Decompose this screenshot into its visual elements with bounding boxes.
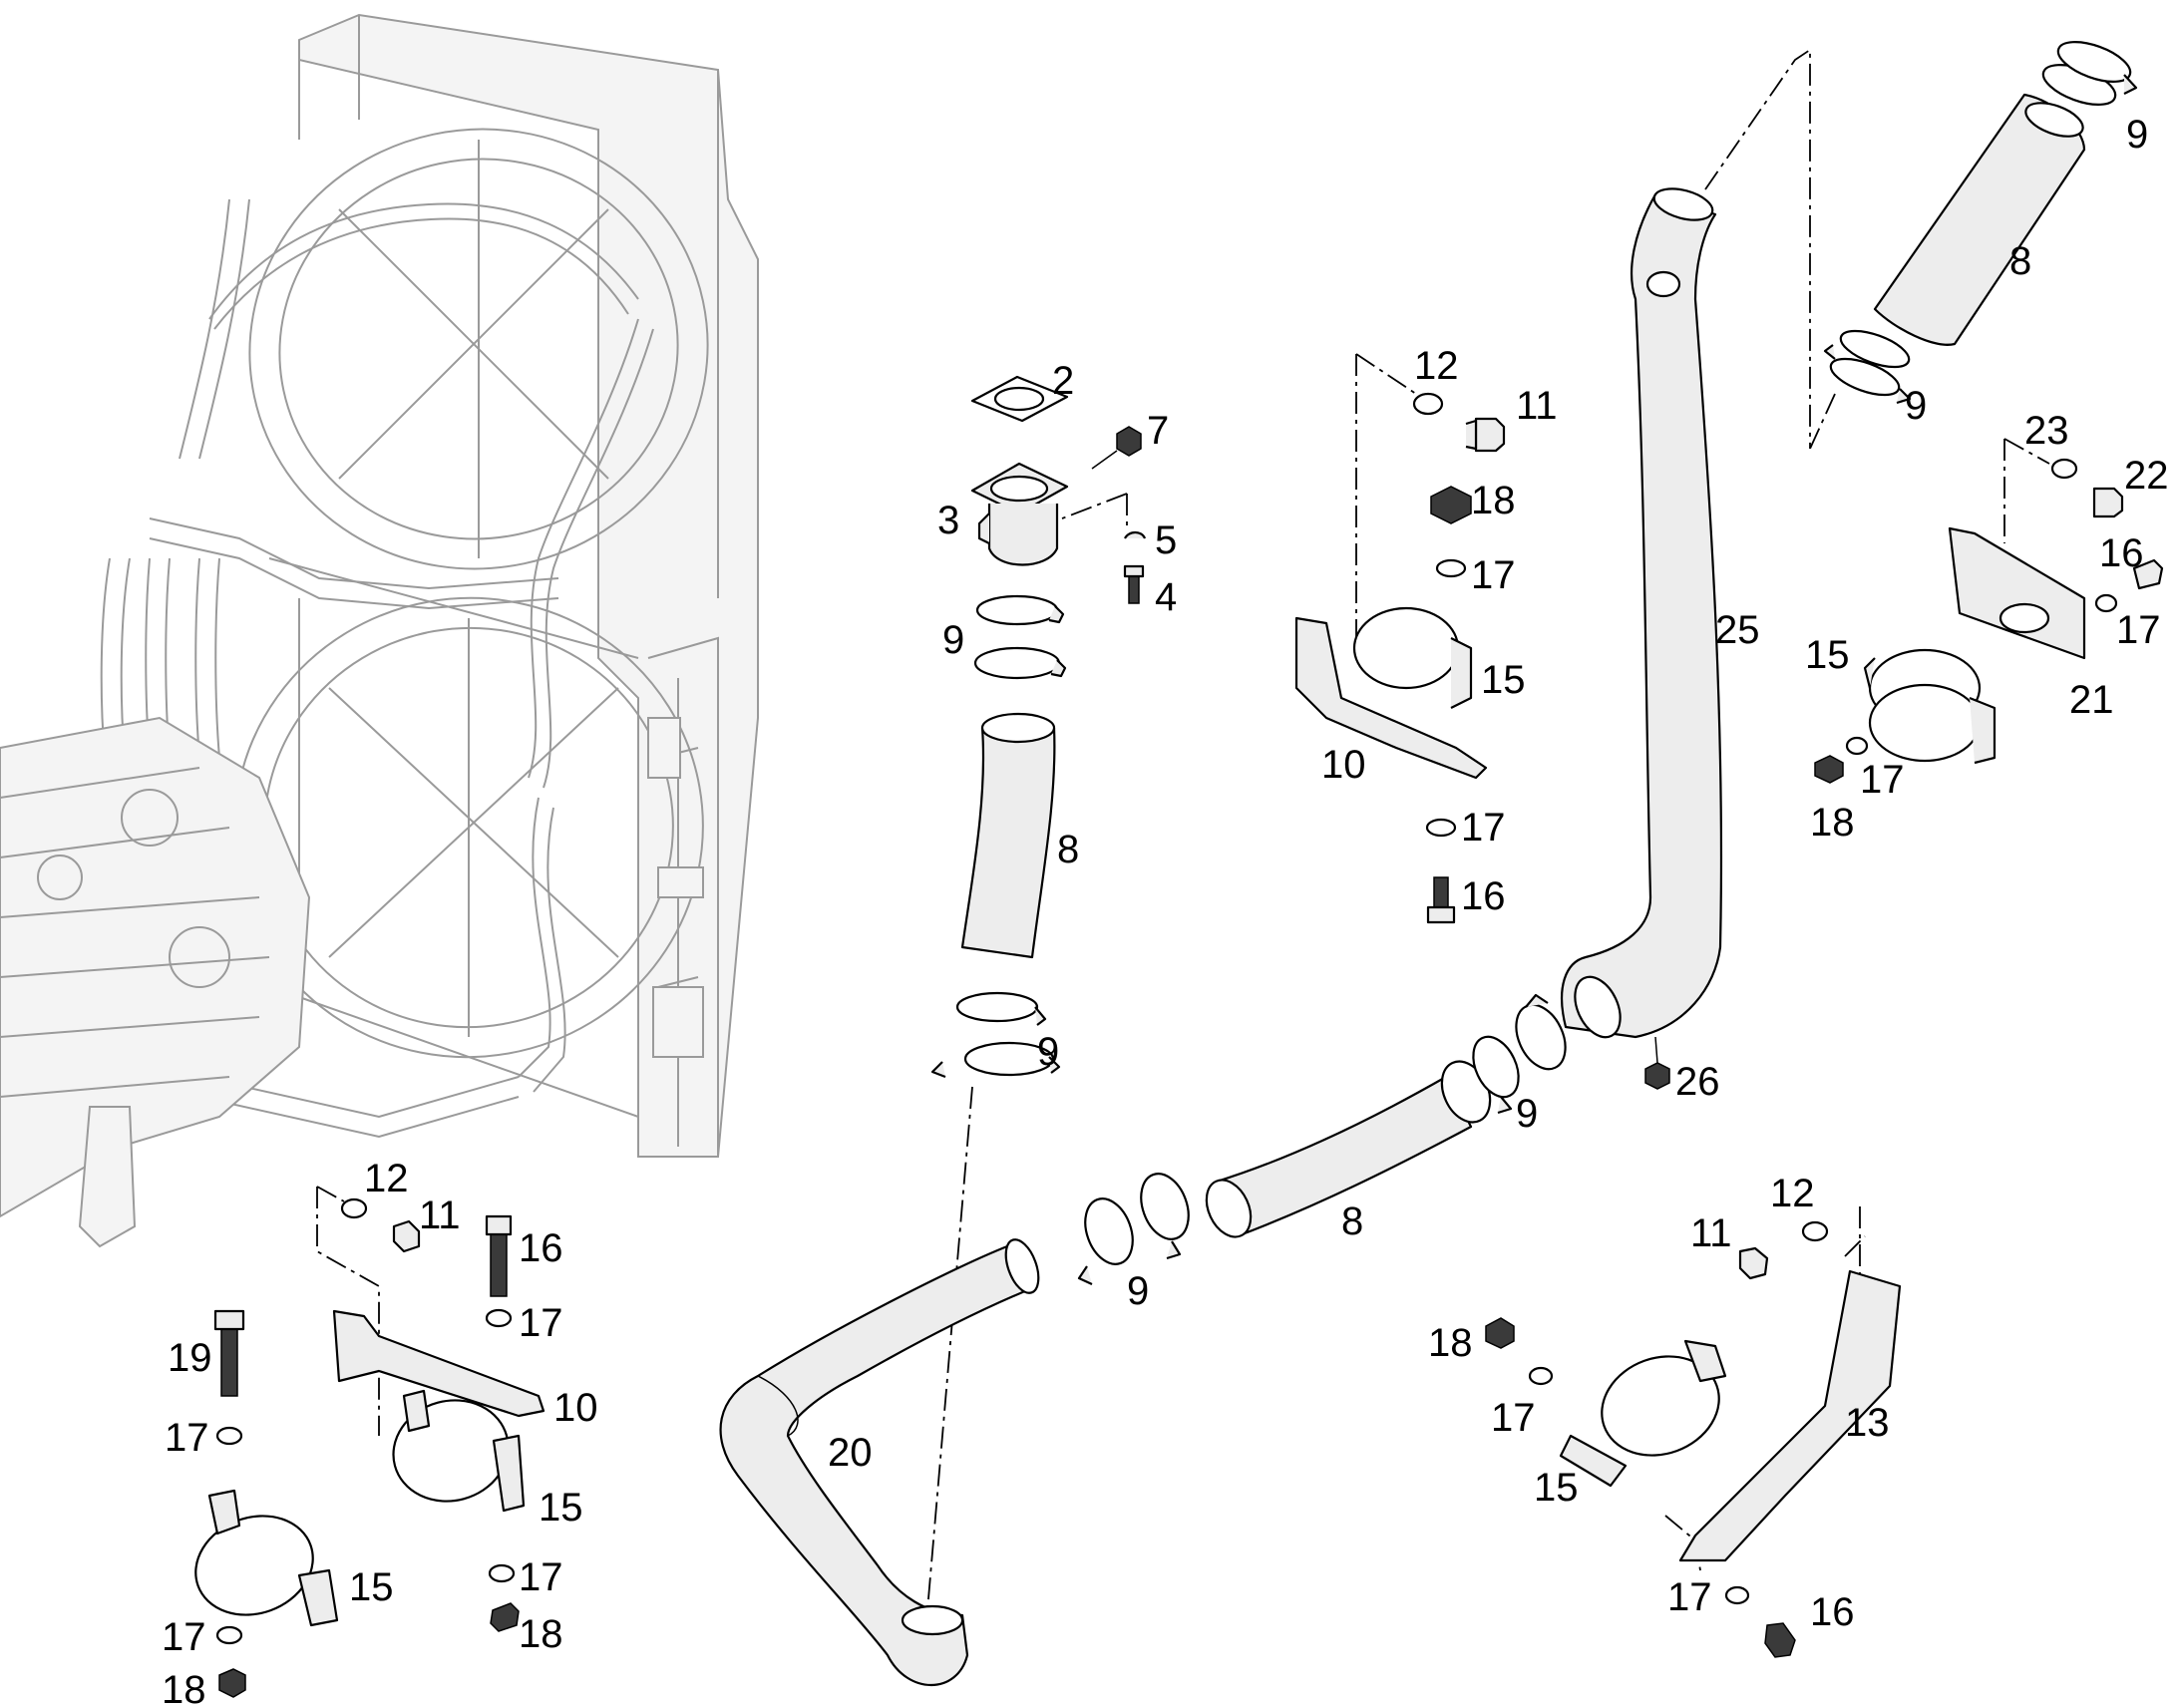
part-group-lower-left xyxy=(194,1186,545,1698)
part-group-center-right xyxy=(1294,353,1506,924)
pipe-25 xyxy=(1561,48,1811,1090)
callout-17: 17 xyxy=(1471,553,1516,597)
callout-18: 18 xyxy=(162,1668,206,1708)
callout-9: 9 xyxy=(1905,384,1927,428)
callout-18: 18 xyxy=(1428,1321,1473,1365)
callout-7: 7 xyxy=(1147,409,1169,453)
callout-17: 17 xyxy=(519,1555,563,1599)
callout-17: 17 xyxy=(2116,608,2161,652)
callout-16: 16 xyxy=(519,1226,563,1270)
callout-18: 18 xyxy=(519,1612,563,1656)
callout-8: 8 xyxy=(1341,1199,1363,1243)
callout-16: 16 xyxy=(1810,1590,1855,1634)
callout-17: 17 xyxy=(165,1416,209,1460)
callout-13: 13 xyxy=(1845,1401,1890,1445)
callout-3: 3 xyxy=(937,499,959,542)
callout-15: 15 xyxy=(539,1486,583,1530)
callout-9: 9 xyxy=(1516,1092,1538,1136)
callout-5: 5 xyxy=(1155,518,1177,562)
callout-18: 18 xyxy=(1810,801,1855,845)
callout-17: 17 xyxy=(519,1301,563,1345)
callout-labels: 2 7 3 5 4 9 8 9 12 11 18 17 15 10 17 16 … xyxy=(162,113,2169,1708)
callout-17: 17 xyxy=(1461,806,1506,850)
callout-25: 25 xyxy=(1715,608,1760,652)
callout-18: 18 xyxy=(1471,479,1516,522)
callout-17: 17 xyxy=(1667,1575,1712,1619)
part-group-upper-right xyxy=(1809,41,2138,450)
callout-9: 9 xyxy=(1037,1030,1059,1074)
callout-2: 2 xyxy=(1052,359,1074,403)
callout-12: 12 xyxy=(1414,344,1459,388)
callout-11: 11 xyxy=(419,1194,461,1237)
callout-15: 15 xyxy=(1534,1466,1579,1510)
callout-23: 23 xyxy=(2024,409,2069,453)
callout-11: 11 xyxy=(1516,384,1558,428)
callout-8: 8 xyxy=(2009,239,2031,283)
callout-16: 16 xyxy=(1461,874,1506,918)
callout-16: 16 xyxy=(2099,531,2144,575)
callout-26: 26 xyxy=(1675,1060,1720,1104)
part-group-upper-center xyxy=(926,375,1147,1611)
part-group-lower-right xyxy=(1485,1206,1902,1658)
pipe-20 xyxy=(719,1238,1040,1687)
callout-12: 12 xyxy=(364,1157,409,1200)
callout-10: 10 xyxy=(1321,743,1366,787)
callout-17: 17 xyxy=(1860,758,1905,802)
part-group-center-hose xyxy=(1077,993,1567,1285)
radiator-assembly xyxy=(0,13,759,1248)
callout-19: 19 xyxy=(168,1336,212,1380)
callout-17: 17 xyxy=(162,1615,206,1659)
callout-9: 9 xyxy=(2126,113,2148,157)
callout-8: 8 xyxy=(1057,828,1079,871)
callout-11: 11 xyxy=(1690,1211,1732,1255)
callout-10: 10 xyxy=(553,1386,598,1430)
callout-21: 21 xyxy=(2069,678,2114,722)
callout-9: 9 xyxy=(1127,1269,1149,1313)
callout-15: 15 xyxy=(1805,633,1850,677)
part-group-far-right xyxy=(1814,438,2164,784)
callout-9: 9 xyxy=(942,618,964,662)
callout-12: 12 xyxy=(1770,1172,1815,1215)
callout-4: 4 xyxy=(1155,575,1177,619)
callout-15: 15 xyxy=(1481,658,1526,702)
callout-20: 20 xyxy=(828,1431,873,1475)
callout-22: 22 xyxy=(2124,454,2169,498)
callout-17: 17 xyxy=(1491,1396,1536,1440)
callout-15: 15 xyxy=(349,1565,394,1609)
